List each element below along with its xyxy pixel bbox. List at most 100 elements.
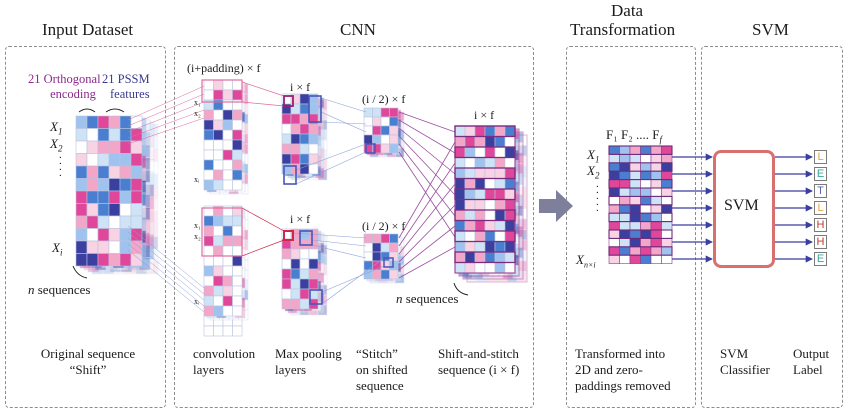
input-matrix-layer-cell (97, 190, 110, 204)
transformed-matrix-cell (608, 246, 620, 256)
input-dataset-heading: Input Dataset (42, 20, 134, 39)
transform-xn-sub: n×i (583, 260, 596, 270)
conv-bottom-layer-cell (213, 215, 224, 227)
link-pool-stitch (320, 97, 367, 113)
transformed-matrix-cell (650, 145, 662, 155)
shift-stitch-layer-cell (484, 157, 496, 169)
transformed-matrix-cell (619, 221, 631, 231)
maxpool-top-layer-cell (290, 123, 301, 135)
caption-svm-line1: SVM (720, 346, 749, 361)
conv-bottom-layer-cell (222, 305, 233, 317)
input-matrix-layer-cell (86, 153, 99, 167)
conv-bottom-layer-cell (203, 255, 214, 267)
shift-stitch-layer-cell (464, 157, 476, 169)
shift-stitch-layer-cell (454, 188, 466, 200)
conv-bottom-layer-cell (222, 215, 233, 227)
input-brace-right (105, 108, 125, 113)
link-stitch-output (398, 143, 456, 217)
half-bottom-label: (i / 2) × f (362, 219, 406, 233)
conv-top-layer-cell (232, 149, 243, 161)
stitch-bottom-layer-cell (389, 233, 399, 244)
maxpool-bottom-layer-cell (281, 268, 292, 280)
transformed-matrix-cell (629, 204, 641, 214)
shift-stitch-layer-cell (504, 209, 516, 221)
input-dataset-panel (5, 46, 166, 408)
maxpool-bottom-layer-cell (299, 278, 310, 290)
maxpool-bottom-layer-cell (290, 248, 301, 260)
caption-original: Original sequence “Shift” (40, 346, 136, 378)
conv-top-layer-cell (203, 129, 214, 141)
input-matrix-layer-cell (119, 165, 132, 179)
input-matrix-layer-cell (130, 253, 143, 267)
shift-stitch-layer-cell (454, 125, 466, 137)
transformed-matrix-cell (640, 187, 652, 197)
shift-stitch-layer-cell (484, 178, 496, 190)
conv-bottom-layer-cell (213, 275, 224, 287)
transformed-matrix-cell (629, 246, 641, 256)
link-input-conv (127, 249, 205, 313)
stitch-bottom-layer-cell (363, 233, 373, 244)
transformed-matrix-cell (650, 154, 662, 164)
shift-stitch-layer-cell (474, 146, 486, 158)
caption-shift-stitch-line1: Shift-and-stitch (438, 346, 519, 361)
svm-box-label: SVM (724, 197, 759, 214)
shift-stitch-layer-cell (454, 209, 466, 221)
transformed-row (608, 145, 673, 155)
conv-top-layer-cell (213, 119, 224, 131)
input-matrix-layer-cell (75, 128, 88, 142)
maxpool-bottom-layer-cell (308, 278, 319, 290)
shift-stitch-layer-cell (474, 241, 486, 253)
link-stitch-output (398, 111, 456, 133)
conv-top-x1: x₁ (194, 98, 201, 107)
maxpool-top-hl1 (283, 95, 294, 107)
conv-bottom-pad2-cell (222, 325, 233, 337)
transformed-matrix-cell (661, 229, 673, 239)
shift-stitch-layer-cell (464, 136, 476, 148)
conv-bottom-layer-cell (203, 305, 214, 317)
input-matrix-layer-cell (130, 215, 143, 229)
stitch-top-layer-cell (389, 116, 399, 127)
maxpool-bottom-layer-cell (290, 268, 301, 280)
input-matrix-layer-cell (108, 115, 121, 129)
transformed-matrix-cell (661, 196, 673, 206)
conv-bottom-layer-cell (203, 265, 214, 277)
maxpool-bottom-layer-cell (308, 268, 319, 280)
svm-classifier-box (713, 150, 775, 268)
shift-stitch-layer-cell (454, 146, 466, 158)
shift-stitch-layer-cell (504, 199, 516, 211)
transformed-matrix-cell (640, 221, 652, 231)
shift-stitch-layer-cell (464, 241, 476, 253)
input-matrix-layer-cell (86, 128, 99, 142)
input-matrix-layer-cell (86, 253, 99, 267)
pssm-line2: features (110, 87, 150, 101)
shift-stitch-layer-cell (494, 188, 506, 200)
conv-top-layer-cell (213, 109, 224, 121)
shift-stitch-row (454, 125, 516, 138)
conv-bottom-pad2-cell (203, 325, 214, 337)
caption-svm-classifier: SVM Classifier (720, 346, 770, 378)
stitch-top-layer-cell (372, 134, 382, 145)
stitch-bottom-layer-cell (372, 242, 382, 253)
conv-bottom-layer-cell (222, 285, 233, 297)
pssm-features-label: 21 PSSM features (102, 72, 150, 102)
shift-stitch-layer-cell (504, 251, 516, 263)
conv-bottom-layer-cell (203, 225, 214, 237)
input-matrix-layer-cell (75, 165, 88, 179)
maxpool-bottom-layer-cell (281, 258, 292, 270)
maxpool-bottom-layer-cell (299, 248, 310, 260)
input-matrix-layer-cell (75, 253, 88, 267)
input-matrix-layer-cell (119, 153, 132, 167)
link-pool-stitch (292, 232, 367, 239)
shift-stitch-layer-cell (504, 188, 516, 200)
maxpool-top-layer-cell (281, 133, 292, 145)
input-matrix-layer-cell (86, 165, 99, 179)
stitch-top-layer-cell (380, 107, 390, 118)
shift-stitch-layer-cell (504, 136, 516, 148)
shift-stitch-layer-cell (474, 188, 486, 200)
input-matrix-layer-cell (146, 161, 159, 175)
stitch-bottom-layer-cell (372, 269, 382, 280)
orthogonal-line1: 21 Orthogonal (28, 72, 101, 86)
input-matrix-layer-cell (146, 123, 159, 137)
link-input-conv (127, 85, 205, 121)
transformed-row (608, 162, 673, 172)
